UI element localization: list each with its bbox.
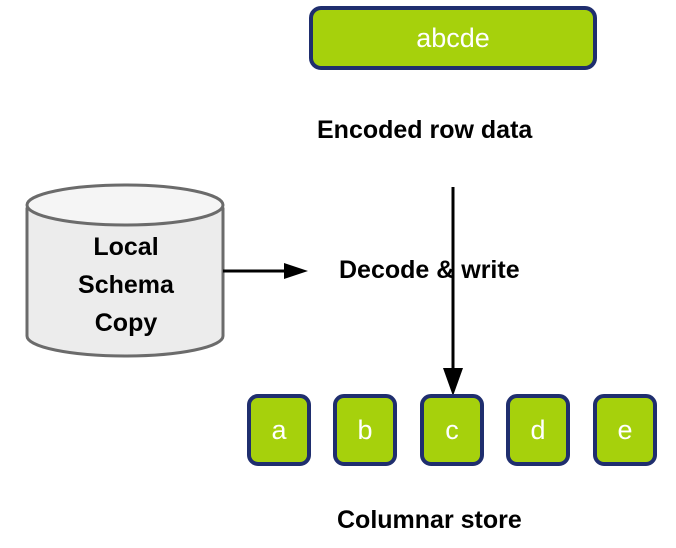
column-box-d: d (506, 394, 570, 466)
schema-to-decode-arrow (223, 263, 308, 279)
column-box-e: e (593, 394, 657, 466)
column-label: c (445, 414, 459, 445)
column-label: d (530, 414, 546, 445)
row-to-column-arrow (443, 187, 463, 396)
encoded-row-caption: Encoded row data (317, 116, 533, 144)
schema-label-line: Local (93, 233, 159, 261)
column-label: a (271, 414, 287, 445)
database-cylinder-icon (25, 183, 225, 358)
column-label: e (617, 414, 633, 445)
schema-label-line: Schema (78, 271, 174, 299)
decode-write-label: Decode & write (339, 256, 520, 284)
schema-label-line: Copy (94, 309, 158, 337)
local-schema-copy-label: Local Schema Copy (28, 228, 224, 342)
column-box-c: c (420, 394, 484, 466)
column-box-b: b (333, 394, 397, 466)
columnar-store-caption: Columnar store (337, 506, 522, 534)
encoded-row-box: abcde (309, 6, 597, 70)
column-box-a: a (247, 394, 311, 466)
encoded-row-label: abcde (416, 22, 490, 53)
column-label: b (357, 414, 373, 445)
